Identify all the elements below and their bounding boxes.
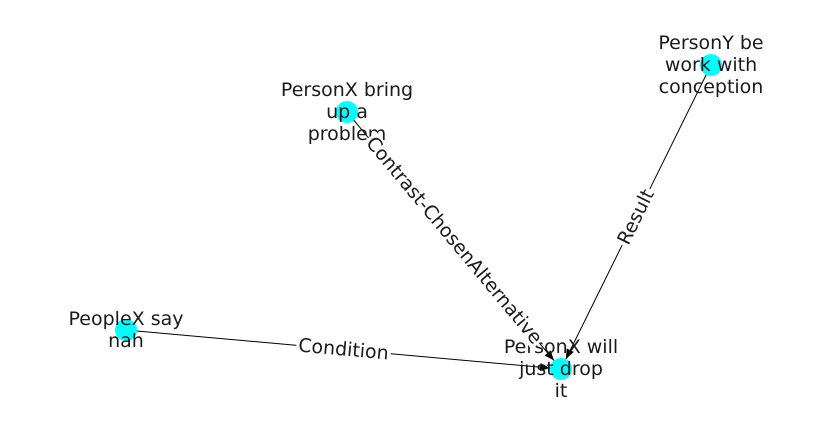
edge-label: Result [613,186,659,248]
nodes-layer [115,54,722,380]
edge-label-group: Contrast-ChosenAlternative [360,131,548,350]
node-label-line: PersonY be [658,32,763,54]
edge-labels-layer: Contrast-ChosenAlternative ResultConditio… [295,131,659,365]
edge-label-background [613,184,659,250]
edge-label-group: Condition [295,334,392,365]
node-label-line: PersonX bring [281,79,413,101]
node-say-nah[interactable] [115,319,137,341]
edge-label-background [295,335,392,364]
edge-label-background [360,131,548,350]
edge-label: Contrast-ChosenAlternative [361,132,546,348]
node-label-line: problem [308,123,387,145]
node-label-line: work with [665,54,757,76]
edge-label: Condition [297,334,389,364]
node-label-line: PeopleX say [69,308,184,330]
node-label-line: just drop [518,358,603,380]
node-bring-problem[interactable] [336,101,358,123]
node-label-line: nah [108,330,144,352]
node-label-line: PersonX will [504,336,618,358]
node-label-line: conception [659,76,764,98]
node-work-conception[interactable] [700,54,722,76]
edge-label-group: Result [613,184,659,250]
node-label-line: up a [326,101,368,123]
node-drop-it[interactable] [550,358,572,380]
node-label-line: it [555,380,568,402]
